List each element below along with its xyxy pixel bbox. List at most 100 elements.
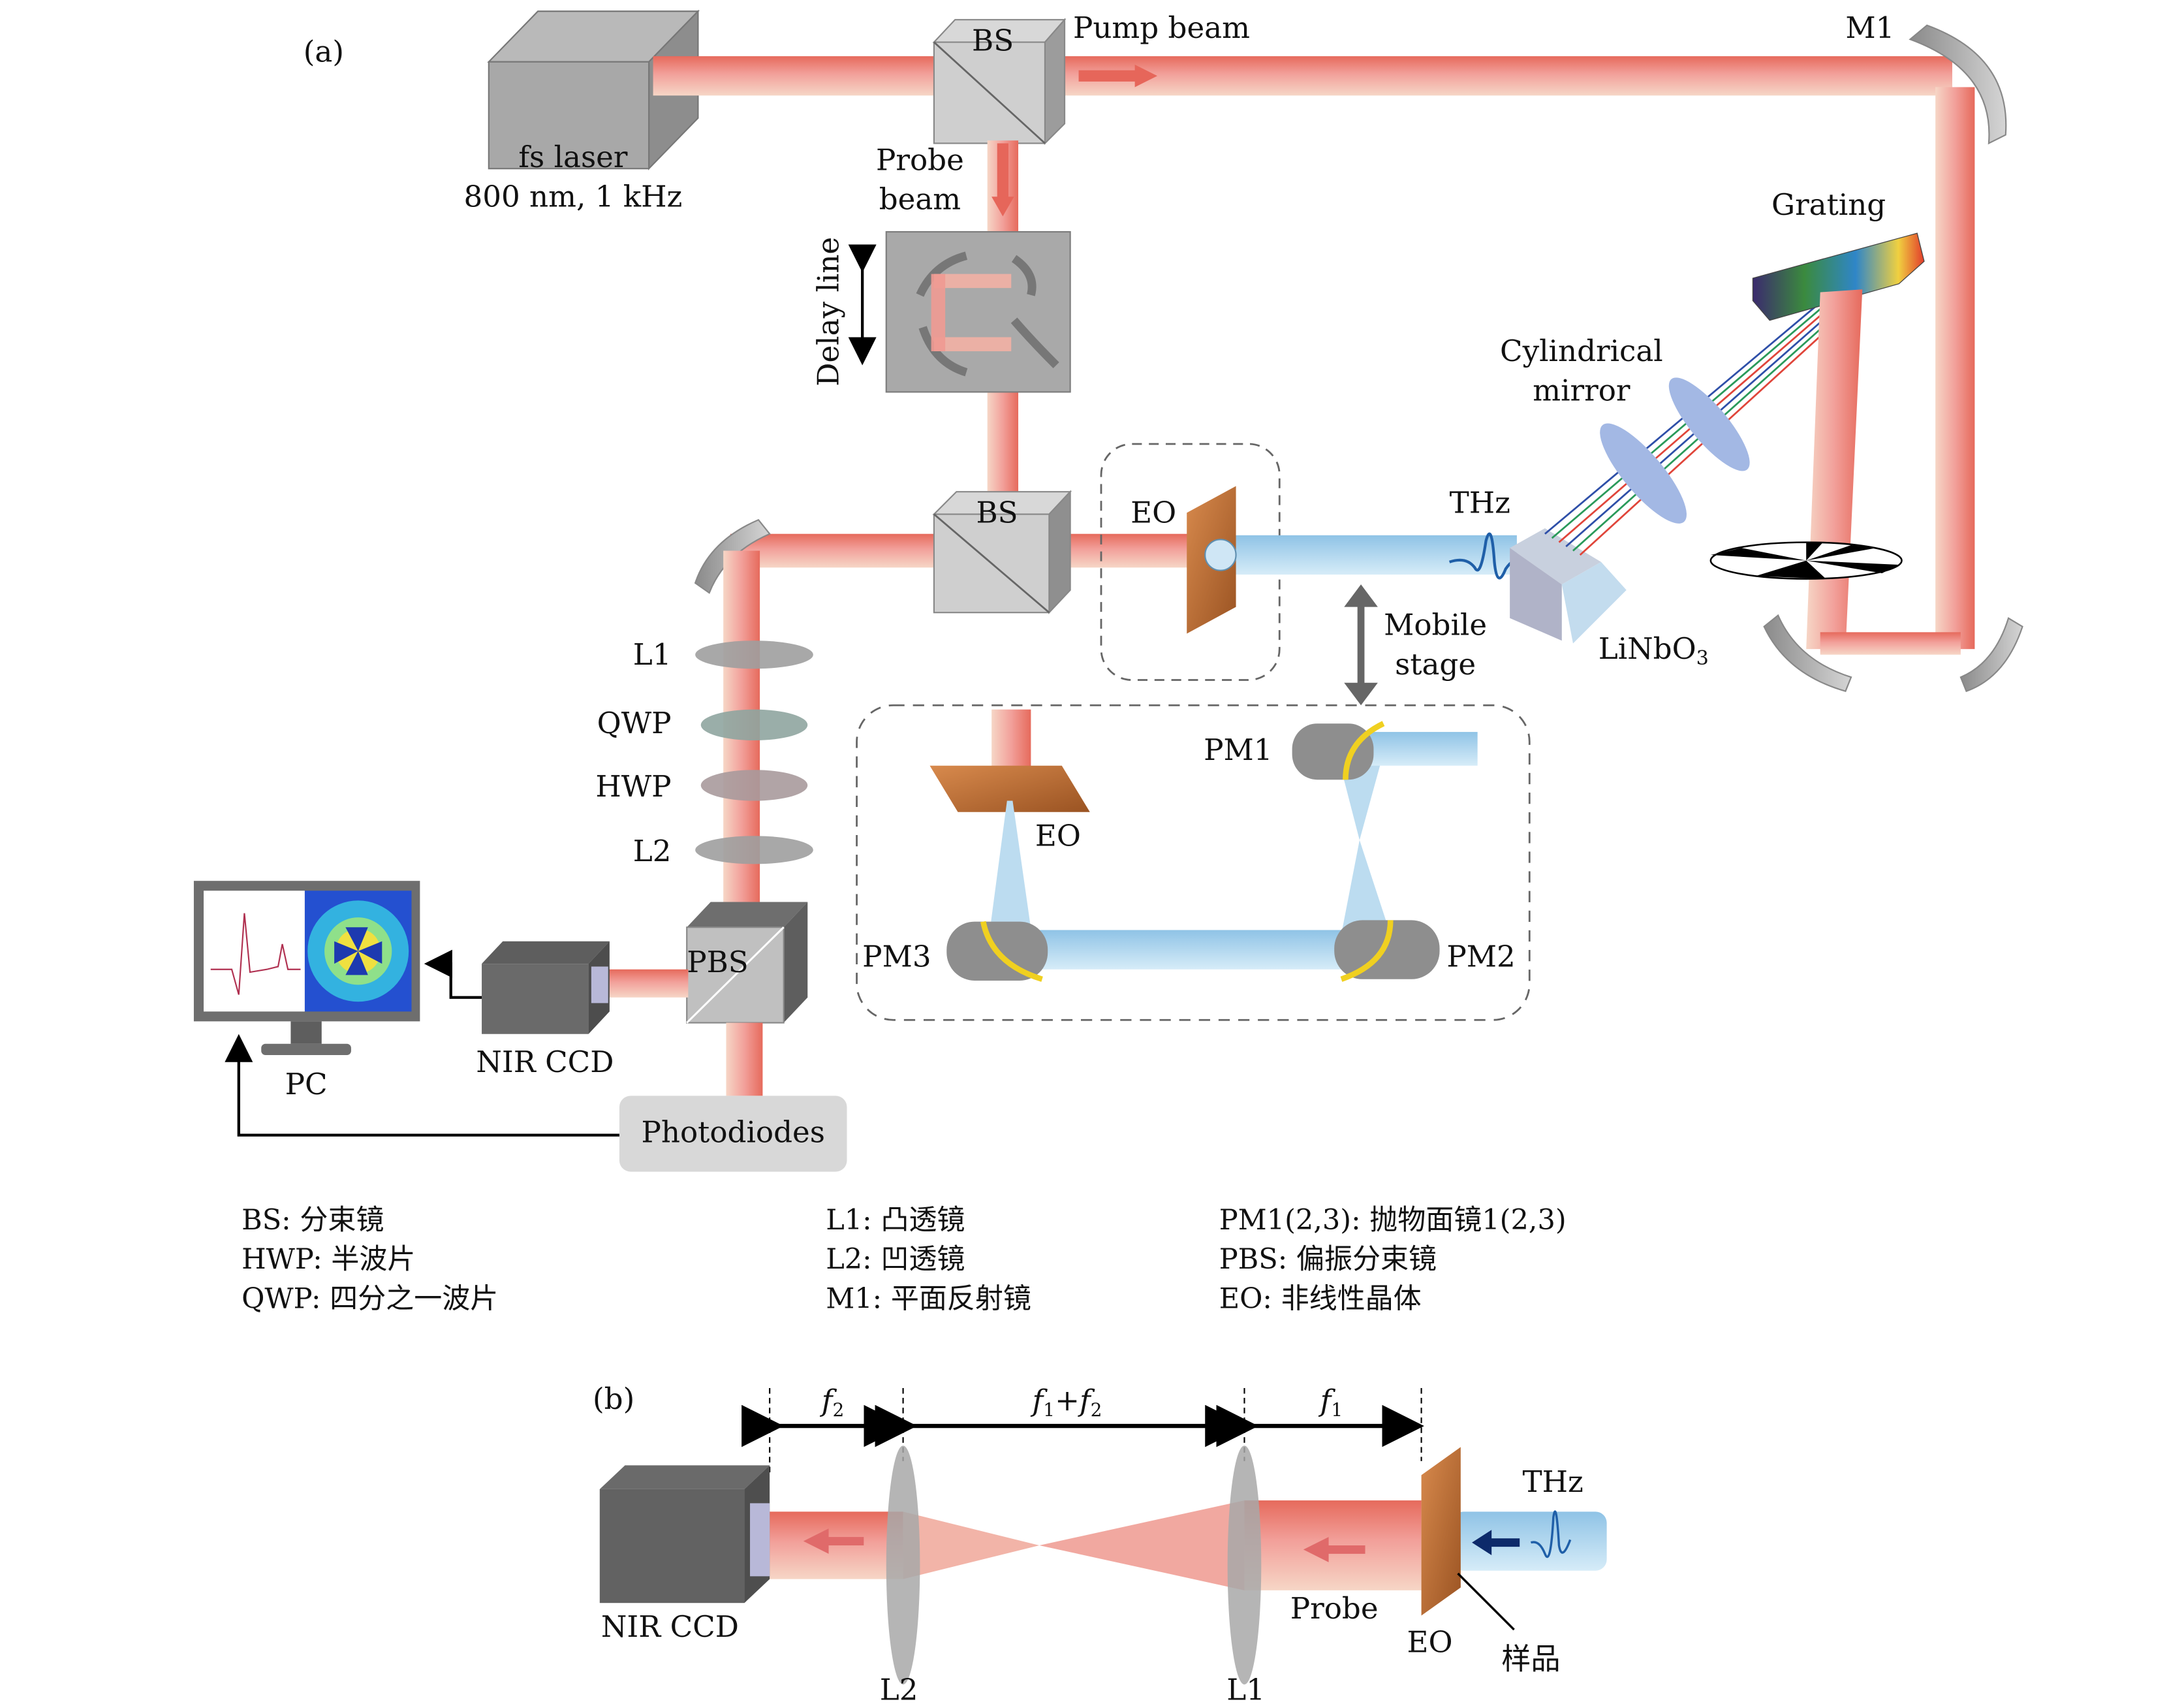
b-probe-cone-left	[903, 1511, 1040, 1579]
b-thz-direction-arrow	[1472, 1530, 1520, 1556]
optical-chopper	[1709, 541, 1903, 580]
beam-bs-to-left-mirror	[730, 533, 941, 568]
legend-item: L1: 凸透镜	[826, 1204, 965, 1237]
beam-grating-to-mirror	[1806, 289, 1863, 650]
cylindrical-mirror-label-1: Cylindrical	[1500, 334, 1663, 368]
legend-item: M1: 平面反射镜	[826, 1282, 1031, 1315]
nir-ccd-camera	[482, 941, 610, 1034]
probe-beam-label-2: beam	[879, 182, 961, 217]
inset-dashed-box	[856, 704, 1531, 1021]
hwp-plate	[700, 770, 808, 801]
photodiodes-box	[619, 1096, 847, 1172]
beam-pbs-to-photodiodes	[726, 1022, 763, 1096]
hwp-label: HWP	[595, 769, 671, 804]
polarizing-beam-splitter	[686, 902, 808, 1024]
l2-lens	[695, 836, 813, 864]
lower-mirror-right	[1959, 617, 2023, 693]
eo-dashed-box	[1100, 443, 1281, 681]
nir-ccd-label: NIR CCD	[476, 1045, 614, 1079]
eo-top-label: EO	[1131, 495, 1176, 529]
l1-lens	[695, 640, 813, 669]
b-probe-label: Probe	[1290, 1591, 1379, 1626]
qwp-label: QWP	[597, 706, 672, 740]
bs-mid-label: BS	[976, 495, 1018, 529]
linbo3-label: LiNbO3	[1599, 631, 1709, 670]
l1-label: L1	[633, 637, 672, 672]
probe-beam-label-1: Probe	[876, 142, 964, 177]
f1-plus-f2-label: f1+f2	[1031, 1383, 1102, 1421]
pump-beam	[1025, 56, 1952, 96]
legend-item: BS: 分束镜	[242, 1204, 384, 1237]
pump-beam-label: Pump beam	[1073, 10, 1250, 45]
beam-pbs-to-ccd	[604, 969, 689, 998]
pm2-label: PM2	[1446, 939, 1515, 973]
eo-sample-pattern	[1204, 539, 1237, 571]
photodiodes-to-pc-arrow	[225, 1034, 621, 1137]
b-thz-label: THz	[1523, 1464, 1583, 1499]
legend-item: PBS: 偏振分束镜	[1219, 1243, 1437, 1276]
sample-pointer-line	[1457, 1572, 1515, 1631]
legend: BS: 分束镜 HWP: 半波片 QWP: 四分之一波片 L1: 凸透镜 L2:…	[242, 1204, 1567, 1315]
delay-line-label: Delay line	[811, 237, 846, 387]
f1-label: f1	[1318, 1383, 1343, 1421]
b-nir-ccd-label: NIR CCD	[601, 1609, 739, 1644]
pm1-label: PM1	[1204, 733, 1272, 767]
b-l1-lens	[1227, 1445, 1262, 1684]
panel-b-label: (b)	[593, 1382, 634, 1416]
fs-laser-label: fs laser	[518, 140, 628, 174]
inset-eo-crystal	[929, 765, 1090, 812]
f2-label: f2	[820, 1383, 845, 1421]
linbo3-prism	[1510, 528, 1627, 644]
pm1-mirror	[1292, 723, 1374, 780]
m1-mirror	[1909, 24, 2007, 145]
fs-laser-box	[487, 9, 700, 170]
panel-a-label: (a)	[304, 35, 344, 69]
pm2-mirror	[1334, 920, 1440, 979]
mobile-stage-arrow-head-down	[1344, 682, 1378, 706]
pbs-label: PBS	[687, 945, 749, 979]
inset-thz-focus-eo	[988, 800, 1033, 939]
mobile-stage-label-2: stage	[1395, 647, 1476, 682]
grating-label: Grating	[1771, 187, 1886, 222]
thz-label: THz	[1450, 485, 1510, 520]
legend-item: PM1(2,3): 抛物面镜1(2,3)	[1219, 1204, 1567, 1237]
m1-label: M1	[1845, 10, 1894, 45]
b-l2-lens	[886, 1445, 920, 1684]
l2-label: L2	[633, 834, 672, 868]
b-nir-ccd-camera	[599, 1465, 770, 1603]
inset-thz-focus-pm	[1337, 753, 1391, 934]
photodiodes-label: Photodiodes	[642, 1114, 825, 1149]
b-l1-label: L1	[1226, 1673, 1265, 1703]
beam-laser-to-bs	[653, 56, 941, 96]
grating	[1752, 232, 1925, 321]
inset-probe-beam	[991, 709, 1031, 774]
legend-item: EO: 非线性晶体	[1219, 1282, 1422, 1315]
cylindrical-mirror-label-2: mirror	[1533, 373, 1630, 407]
pc-monitor	[193, 881, 420, 1056]
pc-label: PC	[285, 1067, 328, 1101]
ccd-to-pc-arrow	[424, 949, 482, 999]
pm3-label: PM3	[862, 939, 931, 973]
sample-label: 样品	[1501, 1641, 1560, 1676]
mobile-stage-label-1: Mobile	[1384, 608, 1487, 642]
bs-top-label: BS	[972, 23, 1014, 57]
inset-thz-beam-bottom	[988, 930, 1396, 970]
b-thz-beam	[1452, 1511, 1607, 1571]
pm3-surface	[980, 921, 1043, 982]
pm2-surface	[1340, 920, 1394, 982]
beam-m1-down	[1935, 87, 1975, 650]
beam-bs-to-eo	[1060, 533, 1194, 568]
inset-eo-label: EO	[1035, 818, 1081, 853]
mobile-stage-arrow-head-up	[1344, 584, 1378, 607]
qwp-plate	[700, 709, 808, 741]
cylindrical-mirror-2	[1668, 377, 1750, 471]
b-eo-crystal	[1421, 1447, 1461, 1616]
b-arrow-right	[1303, 1537, 1365, 1562]
b-thz-waveform-icon	[1530, 1510, 1572, 1558]
legend-item: L2: 凹透镜	[826, 1243, 965, 1276]
thz-waveform-icon	[1448, 532, 1523, 580]
legend-item: HWP: 半波片	[242, 1243, 415, 1276]
b-l2-label: L2	[880, 1673, 918, 1703]
